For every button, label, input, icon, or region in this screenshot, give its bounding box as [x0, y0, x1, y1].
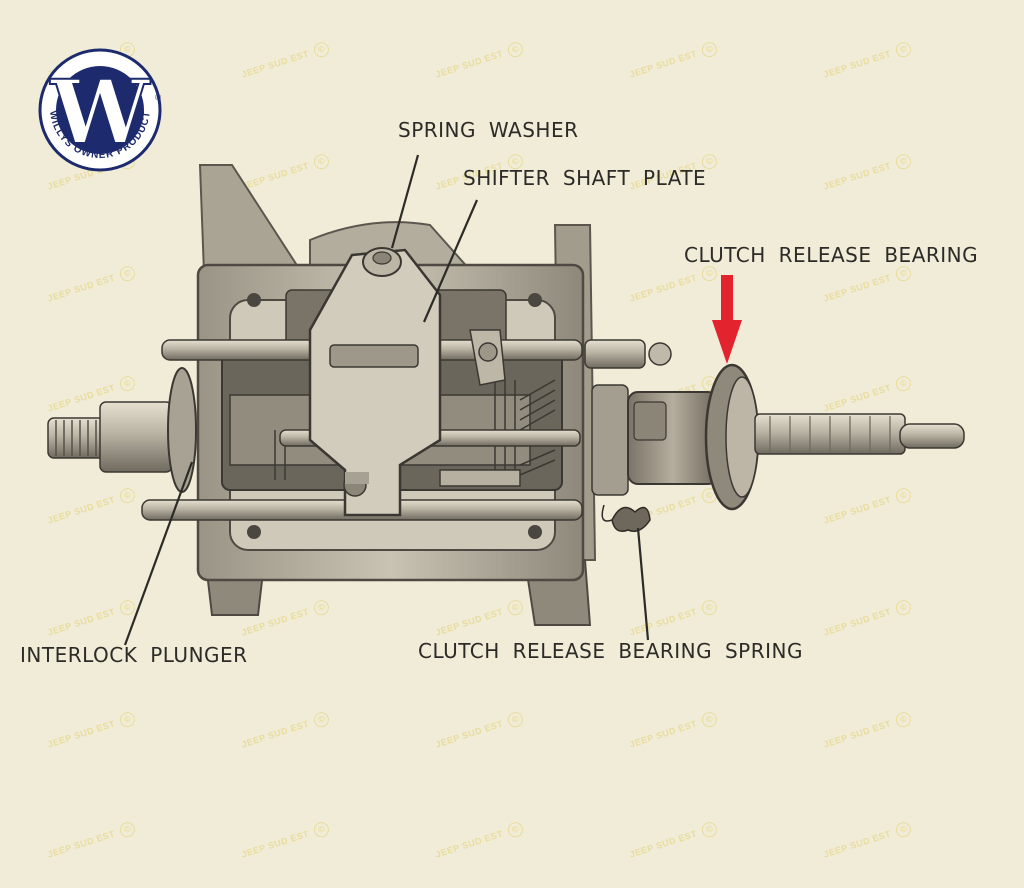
- bearing-retainer: [584, 339, 719, 496]
- logo-registered-mark: ®: [155, 93, 161, 102]
- leader-shifter-shaft-plate: [422, 199, 479, 323]
- logo-letter: W: [50, 60, 151, 164]
- label-clutch-release-bearing-spring: CLUTCH RELEASE BEARING SPRING: [418, 639, 803, 663]
- input-shaft: [47, 367, 197, 493]
- leader-spring-washer: [390, 154, 420, 249]
- clutch-release-bearing-arrow: [712, 275, 742, 364]
- output-shaft: [754, 413, 965, 455]
- shifter-shaft-plate: [308, 248, 442, 517]
- clutch-release-bearing: [704, 363, 760, 511]
- willys-logo: W WILLYS OWNER PRODUCT ®: [38, 48, 162, 172]
- label-interlock-plunger: INTERLOCK PLUNGER: [20, 643, 248, 667]
- clutch-release-bearing-spring: [601, 504, 651, 532]
- leader-interlock-plunger: [123, 461, 194, 646]
- label-spring-washer: SPRING WASHER: [398, 118, 579, 142]
- label-shifter-shaft-plate: SHIFTER SHAFT PLATE: [463, 166, 707, 190]
- label-clutch-release-bearing: CLUTCH RELEASE BEARING: [684, 243, 979, 267]
- leader-lines: [123, 154, 650, 646]
- spring-washer: [362, 247, 402, 277]
- leader-clutch-release-bearing-spring: [636, 527, 650, 641]
